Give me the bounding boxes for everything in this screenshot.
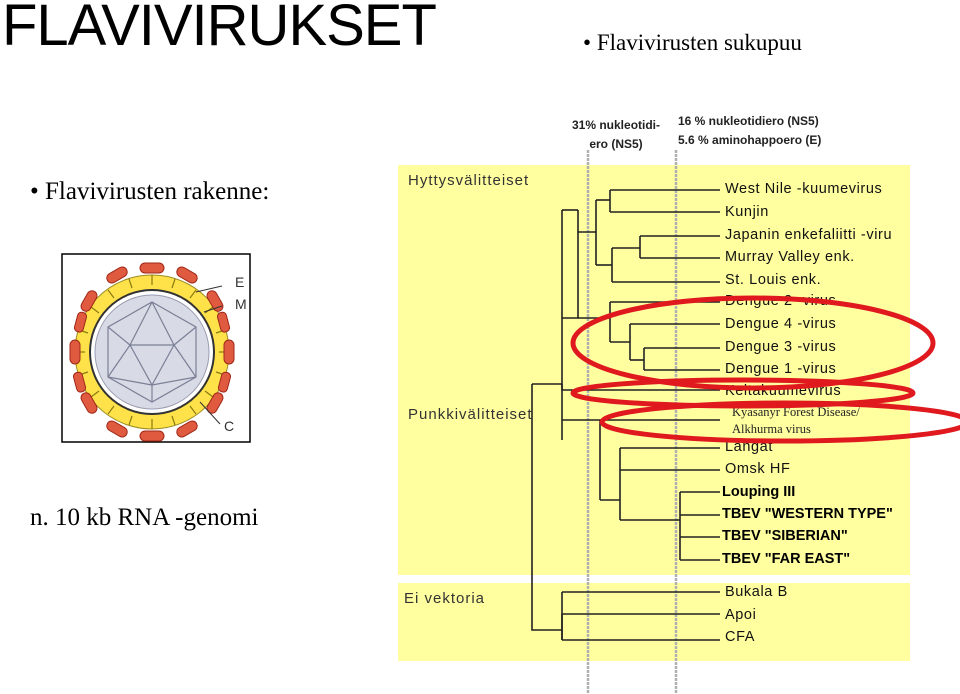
page-title: FLAVIVIRUKSET: [2, 0, 437, 58]
highlight-dengue: [570, 295, 936, 391]
species-dengue-3: Dengue 3 -virus: [725, 339, 837, 355]
nucleocapsid-icon: [107, 301, 197, 403]
group-label-no-vector: Ei vektoria: [404, 590, 486, 607]
panel-mosquito: [398, 165, 910, 405]
bullet-family-tree: • Flavivirusten sukupuu: [583, 30, 802, 55]
tree-header-right-line1: 16 % nukleotidiero (NS5): [678, 114, 819, 128]
bullet-family-tree-text: Flavivirusten sukupuu: [596, 30, 802, 55]
tree-header-right: 16 % nukleotidiero (NS5) 5.6 % aminohapp…: [678, 112, 821, 150]
species-tbev-siberian: TBEV "SIBERIAN": [722, 528, 848, 544]
species-west-nile: West Nile -kuumevirus: [725, 181, 883, 197]
species-dengue-4: Dengue 4 -virus: [725, 316, 837, 332]
highlight-kyasanur: [599, 400, 960, 444]
tree-header-left-line2: ero (NS5): [589, 137, 643, 151]
tree-header-left-line1: 31% nukleotidi-: [572, 118, 661, 132]
species-kyasanur: Kyasanyr Forest Disease/ Alkhurma virus: [732, 404, 860, 438]
species-kunjin: Kunjin: [725, 204, 769, 220]
virion-label-m: M: [235, 296, 247, 312]
species-louping-ill: Louping III: [722, 484, 796, 500]
species-kyasanur-line1: Kyasanyr Forest Disease/: [732, 405, 860, 419]
species-dengue-1: Dengue 1 -virus: [725, 361, 837, 377]
species-japanese-encephalitis: Japanin enkefaliitti -viru: [725, 227, 893, 243]
tree-header-right-line2: 5.6 % aminohappoero (E): [678, 133, 822, 147]
group-label-tick: Punkkivälitteiset: [408, 406, 533, 423]
species-tbev-western: TBEV "WESTERN TYPE": [722, 506, 893, 522]
envelope-proteins-icon: [69, 262, 235, 442]
species-kyasanur-line2: Alkhurma virus: [732, 422, 811, 436]
virion-label-e: E: [235, 274, 245, 290]
species-murray-valley: Murray Valley enk.: [725, 249, 855, 265]
genome-text: n. 10 kb RNA -genomi: [30, 504, 259, 531]
species-bukala-b: Bukala B: [725, 584, 788, 600]
capsid-spikes-icon: [75, 275, 229, 429]
species-omsk: Omsk HF: [725, 461, 791, 477]
species-tbev-far-east: TBEV "FAR EAST": [722, 551, 851, 567]
species-st-louis: St. Louis enk.: [725, 272, 822, 288]
tree-header-left: 31% nukleotidi- ero (NS5): [572, 116, 660, 154]
virion-label-c: C: [224, 418, 235, 434]
species-cfa: CFA: [725, 629, 755, 645]
species-apoi: Apoi: [725, 607, 757, 623]
bullet-structure: • Flavivirusten rakenne:: [30, 178, 270, 205]
group-label-mosquito: Hyttysvälitteiset: [408, 172, 530, 189]
bullet-structure-text: Flavivirusten rakenne:: [45, 178, 270, 205]
highlight-yellow-fever: [570, 377, 916, 409]
panel-no-vector: [398, 583, 910, 661]
